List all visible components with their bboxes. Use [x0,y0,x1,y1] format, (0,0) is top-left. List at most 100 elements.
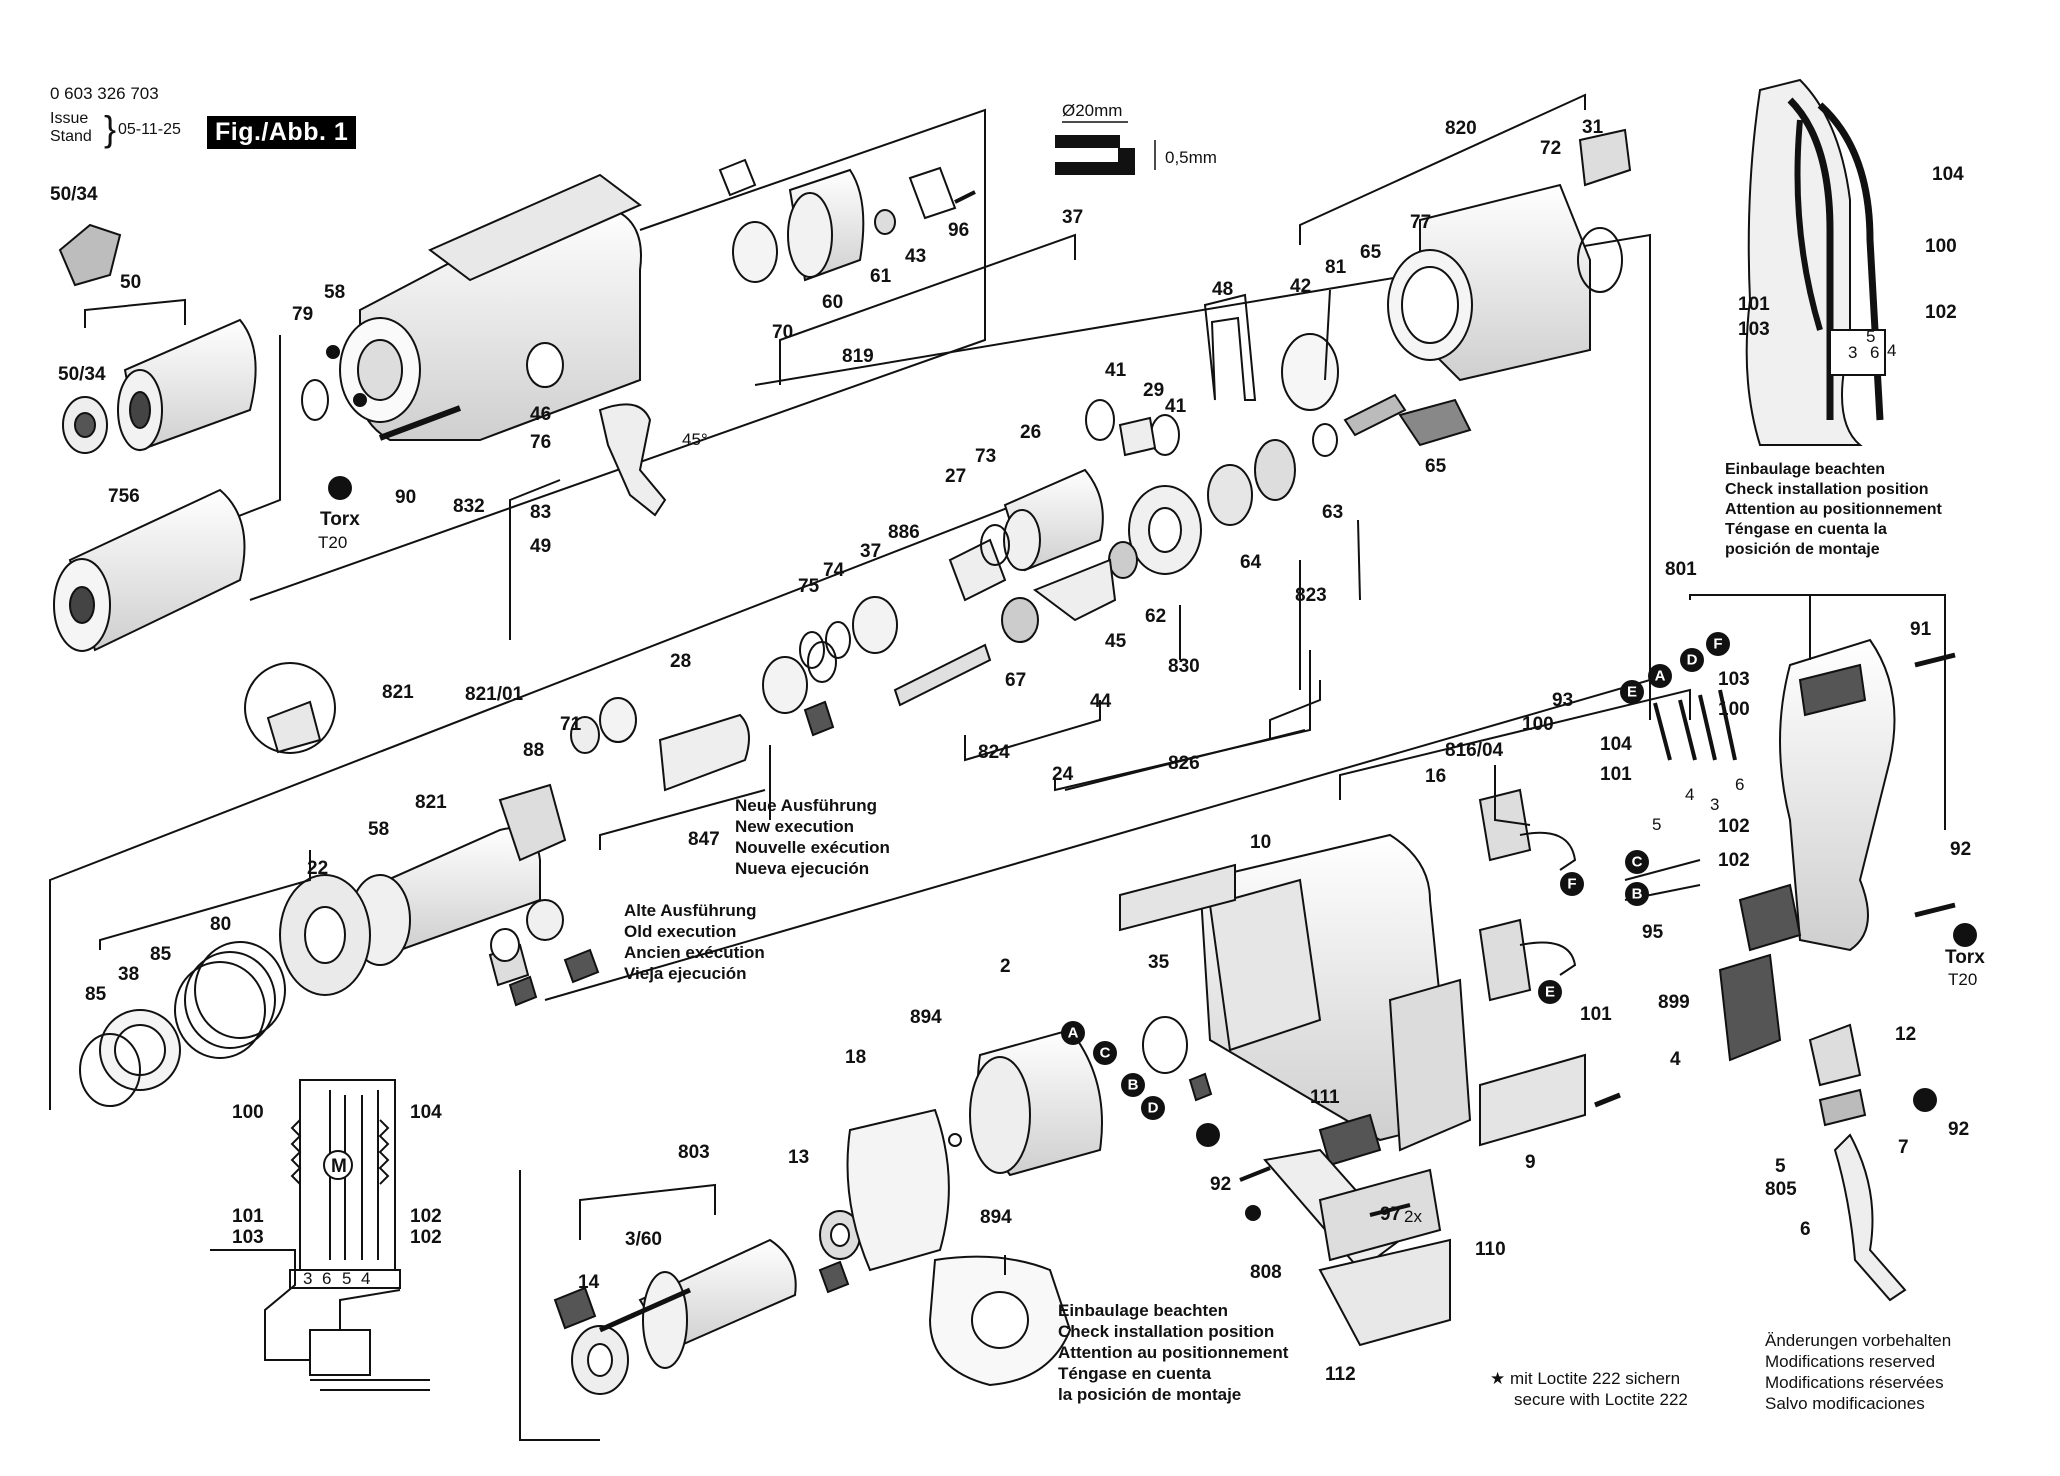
note-line: Attention au positionnement [1725,501,1942,518]
note-line: Neue Ausführung [735,796,877,815]
callout: 58 [324,282,345,303]
wire-label: 6 [1870,343,1879,362]
connector-letter: E [1545,984,1555,1001]
callout: 65 [1360,242,1382,263]
callout: 816/04 [1445,740,1504,761]
motor-symbol: M [331,1156,347,1177]
callout: 73 [975,446,996,467]
hammer-mechanism-drawings [799,128,1632,707]
part-number: 0 603 326 703 [50,84,159,103]
callout: 102 [1718,850,1750,871]
callout: 894 [910,1007,942,1028]
connector-letter: D [1148,1100,1159,1117]
wire-label: 6 [1735,775,1744,794]
callout: 41 [1165,396,1187,417]
callout: 88 [523,740,544,761]
connector-letter: E [1627,684,1637,701]
callout: 45 [1105,631,1127,652]
note-line: Ancien exécution [624,943,765,962]
torx-size: T20 [1948,970,1977,989]
note-line: Téngase en cuenta [1058,1364,1212,1383]
callout: 104 [1600,734,1632,755]
note-line: Einbaulage beachten [1058,1301,1229,1320]
note-line: Modifications réservées [1765,1373,1944,1392]
callout: 60 [822,292,843,313]
note-line: ★ mit Loctite 222 sichern [1490,1369,1681,1388]
callout: 22 [307,858,328,879]
wire-labels: 4 3 6 5 3 5 6 4 3 6 5 4 M [303,327,1896,1288]
callout: 35 [1148,952,1170,973]
callout: 49 [530,536,551,557]
connector-letter: D [1687,652,1698,669]
callout: 64 [1240,552,1262,573]
dim-part-37: 37 [1062,207,1083,228]
callout: 91 [1910,619,1932,640]
callout: 101 [1738,294,1770,315]
callout: 100 [1522,714,1554,735]
chuck-assembly-drawings [53,158,976,652]
connector-letter: C [1100,1045,1111,1062]
callout: 93 [1552,690,1573,711]
wire-label: 5 [1652,815,1661,834]
callout: 76 [530,432,551,453]
wire-label: 4 [1887,341,1896,360]
note-line: posición de montaje [1725,541,1880,558]
callout: 830 [1168,656,1200,677]
dim-thickness: 0,5mm [1165,148,1217,167]
callout: 104 [1932,164,1964,185]
callout: 801 [1665,559,1697,580]
callout: 79 [292,304,313,325]
callout: 102 [410,1206,442,1227]
callout: 824 [978,742,1010,763]
callout: 110 [1475,1239,1506,1260]
callout: 50/34 [58,364,106,385]
callout: 85 [85,984,107,1005]
callout: 103 [1718,669,1750,690]
callout: 37 [860,541,881,562]
note-line: Check installation position [1058,1322,1275,1341]
callout: 821 [382,682,414,703]
note-line: Téngase en cuenta la [1725,521,1887,538]
modifications-note: Änderungen vorbehalten Modifications res… [1765,1330,1951,1414]
callout: 100 [1925,236,1957,257]
figure-label: Fig./Abb. 1 [207,116,357,149]
old-execution-note: Alte Ausführung Old execution Ancien exé… [624,900,765,984]
brace-glyph: } [104,108,117,149]
callout: 97 [1380,1204,1401,1225]
connector-letter: A [1655,668,1666,685]
spindle-assembly-drawings [79,641,837,1107]
callout: 103 [1738,319,1770,340]
callout: 26 [1020,422,1041,443]
callout: 92 [1948,1119,1969,1140]
note-line: New execution [735,817,855,836]
callout: 28 [670,651,691,672]
callout: 48 [1212,279,1233,300]
loctite-note: ★ mit Loctite 222 sichern secure with Lo… [1490,1368,1688,1410]
torx-size: T20 [318,533,347,552]
callout: 102 [1925,302,1957,323]
stand-label: Stand [50,128,92,145]
connector-letter: B [1128,1077,1139,1094]
callout: 65 [1425,456,1447,477]
callout: 61 [870,266,892,287]
callout: 803 [678,1142,710,1163]
callout: 62 [1145,606,1166,627]
callout: 63 [1322,502,1343,523]
note-line: Nueva ejecución [735,859,870,878]
note-line: Vieja ejecución [624,964,747,983]
callout: 101 [1580,1004,1612,1025]
callout: 899 [1658,992,1690,1013]
callout: 50 [120,272,141,293]
callout: 24 [1052,764,1074,785]
callout: 18 [845,1047,866,1068]
wire-label: 6 [322,1269,331,1288]
callout: 42 [1290,276,1311,297]
wire-label: 3 [1848,343,1857,362]
callout: 808 [1250,1262,1282,1283]
connector-letter: F [1713,636,1722,653]
wire-label: 4 [1685,785,1694,804]
callout: 847 [688,829,720,850]
callout: 67 [1005,670,1026,691]
callout: 103 [232,1227,264,1248]
